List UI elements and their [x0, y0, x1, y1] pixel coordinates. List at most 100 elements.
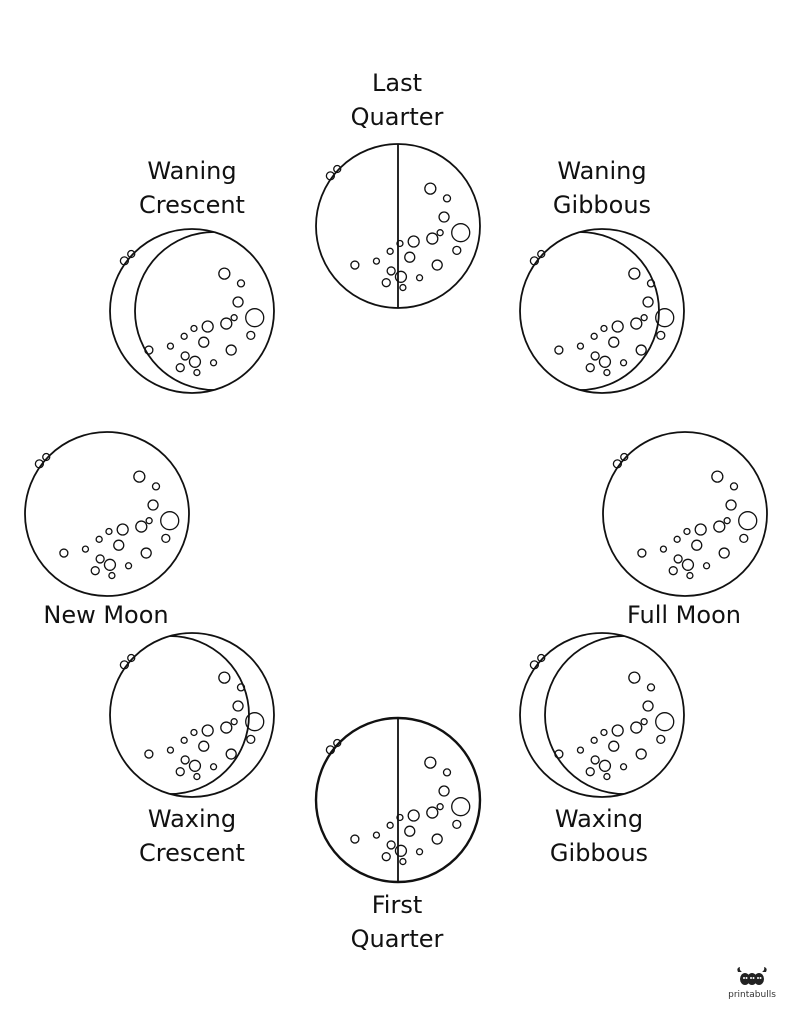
crater — [350, 260, 360, 270]
crater — [135, 520, 148, 533]
crater — [686, 571, 694, 580]
crater — [372, 831, 381, 839]
crater — [180, 351, 190, 361]
moon-new-moon — [24, 431, 190, 597]
crater — [673, 535, 681, 543]
crater — [127, 249, 136, 259]
crater — [209, 763, 218, 771]
crater — [585, 363, 595, 373]
crater — [442, 768, 452, 777]
crater — [42, 452, 51, 462]
crater — [59, 548, 69, 558]
crater — [640, 314, 648, 322]
crater — [399, 857, 407, 866]
crater — [554, 345, 564, 355]
crater — [452, 245, 462, 255]
crater — [656, 734, 666, 744]
crater — [81, 545, 90, 553]
crater — [381, 852, 391, 862]
crater — [230, 314, 238, 322]
crater — [415, 274, 424, 282]
label-first-quarter: First Quarter — [322, 888, 472, 956]
crater — [438, 785, 450, 797]
crater — [576, 746, 585, 754]
crater — [119, 256, 130, 266]
crater — [220, 317, 233, 330]
crater — [529, 660, 540, 670]
label-line: Waning — [147, 157, 237, 185]
crater — [424, 756, 437, 769]
crater — [166, 746, 175, 754]
crater — [175, 767, 185, 777]
crater — [612, 459, 623, 469]
label-line: New Moon — [43, 601, 169, 629]
crater — [431, 833, 443, 845]
crater — [144, 749, 154, 759]
crater — [451, 223, 471, 243]
label-full-moon: Full Moon — [609, 598, 759, 632]
crater — [166, 342, 175, 350]
crater — [608, 336, 620, 348]
crater — [34, 459, 45, 469]
label-waxing-crescent: Waxing Crescent — [117, 802, 267, 870]
moon-waxing-crescent-drawing — [109, 632, 275, 798]
crater — [537, 653, 546, 663]
moon-waning-gibbous-drawing-terminator — [520, 231, 660, 391]
crater — [431, 259, 443, 271]
crater — [386, 266, 396, 276]
crater — [151, 482, 161, 491]
crater — [642, 700, 654, 712]
crater — [436, 803, 444, 811]
crater — [333, 738, 342, 748]
crater — [718, 547, 730, 559]
crater — [619, 763, 628, 771]
crater — [127, 653, 136, 663]
crater — [236, 279, 246, 288]
crater — [608, 740, 620, 752]
crater — [656, 330, 666, 340]
crater — [600, 728, 608, 737]
crater — [350, 834, 360, 844]
crater — [673, 554, 683, 564]
moon-last-quarter — [315, 143, 481, 309]
crater — [144, 345, 154, 355]
crater — [198, 336, 210, 348]
crater — [386, 247, 394, 255]
crater — [386, 821, 394, 829]
crater — [119, 660, 130, 670]
crater — [630, 317, 643, 330]
moon-waxing-gibbous-drawing — [519, 632, 685, 798]
crater — [723, 517, 731, 525]
crater — [399, 283, 407, 292]
crater — [628, 671, 641, 684]
crater — [655, 308, 675, 328]
crater — [372, 257, 381, 265]
crater — [245, 308, 265, 328]
label-waxing-gibbous: Waxing Gibbous — [524, 802, 674, 870]
crater — [394, 844, 408, 857]
crater — [188, 355, 202, 368]
crater — [711, 470, 724, 483]
crater — [218, 267, 231, 280]
crater — [113, 539, 125, 551]
crater — [180, 736, 188, 744]
crater — [725, 499, 737, 511]
label-last-quarter: Last Quarter — [322, 66, 472, 134]
crater — [147, 499, 159, 511]
crater — [590, 755, 600, 765]
moon-waning-gibbous-drawing — [519, 228, 685, 394]
crater — [598, 759, 612, 772]
crater — [188, 759, 202, 772]
crater — [193, 772, 201, 781]
crater — [611, 724, 624, 737]
crater — [394, 270, 408, 283]
label-line: Waxing — [554, 805, 644, 833]
crater — [246, 734, 256, 744]
crater — [133, 470, 146, 483]
moon-waning-crescent-drawing — [109, 228, 275, 394]
crater — [190, 324, 198, 333]
crater — [537, 249, 546, 259]
crater — [438, 211, 450, 223]
crater — [668, 566, 678, 576]
crater — [630, 721, 643, 734]
